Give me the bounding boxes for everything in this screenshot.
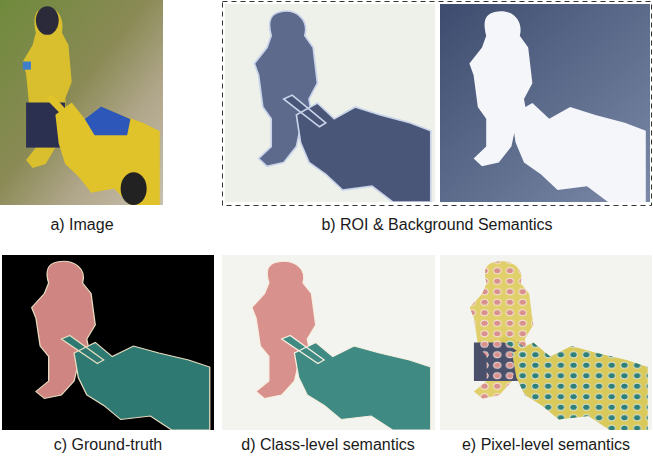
panel-caption: e) Pixel-level semantics <box>462 436 630 454</box>
roi-panel <box>225 4 435 202</box>
panel-caption: b) ROI & Background Semantics <box>321 216 552 234</box>
panel-caption: a) Image <box>50 216 113 234</box>
panel-caption: d) Class-level semantics <box>241 436 414 454</box>
photo-panel <box>0 0 163 205</box>
ground-truth-panel <box>2 255 214 430</box>
dashed-frame <box>223 2 652 206</box>
panel-caption: c) Ground-truth <box>54 436 162 454</box>
class-level-panel <box>222 255 435 430</box>
pixel-level-panel <box>440 255 652 430</box>
background-panel <box>440 4 650 202</box>
